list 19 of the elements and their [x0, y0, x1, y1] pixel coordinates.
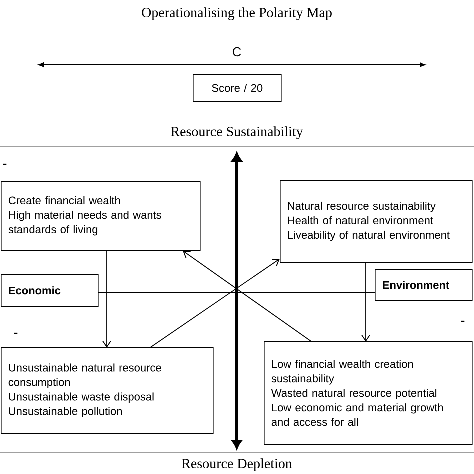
- title: Operationalising the Polarity Map: [142, 8, 332, 20]
- text-box: Create financial wealth High material needs and wants standards of living: [1, 181, 201, 251]
- arrow: [362, 262, 370, 342]
- arrow: [183, 251, 312, 342]
- minus-sign: -: [461, 320, 465, 322]
- axis-label: Resource Sustainability: [171, 126, 304, 140]
- minus-sign: -: [3, 164, 7, 166]
- text-box: Low financial wealth creation sustainability Wasted natural resource potential Low economic and material growth and access for all: [264, 341, 473, 445]
- arrow: [150, 259, 280, 348]
- minus-sign: -: [14, 332, 18, 334]
- pole-box: Economic: [1, 274, 99, 307]
- axis-label: Resource Depletion: [182, 458, 292, 472]
- text-box: Natural resource sustainability Health of natural environment Liveability of natural environment: [280, 180, 473, 263]
- arrow: [102, 250, 112, 348]
- score-box: Score / 20: [193, 74, 282, 102]
- axis-label: C: [232, 47, 242, 57]
- text-box: Unsustainable natural resource consumption Unsustainable waste disposal Unsustainable pollution: [1, 347, 214, 434]
- pole-box: Environment: [375, 269, 473, 301]
- connector-line: [98, 292, 376, 294]
